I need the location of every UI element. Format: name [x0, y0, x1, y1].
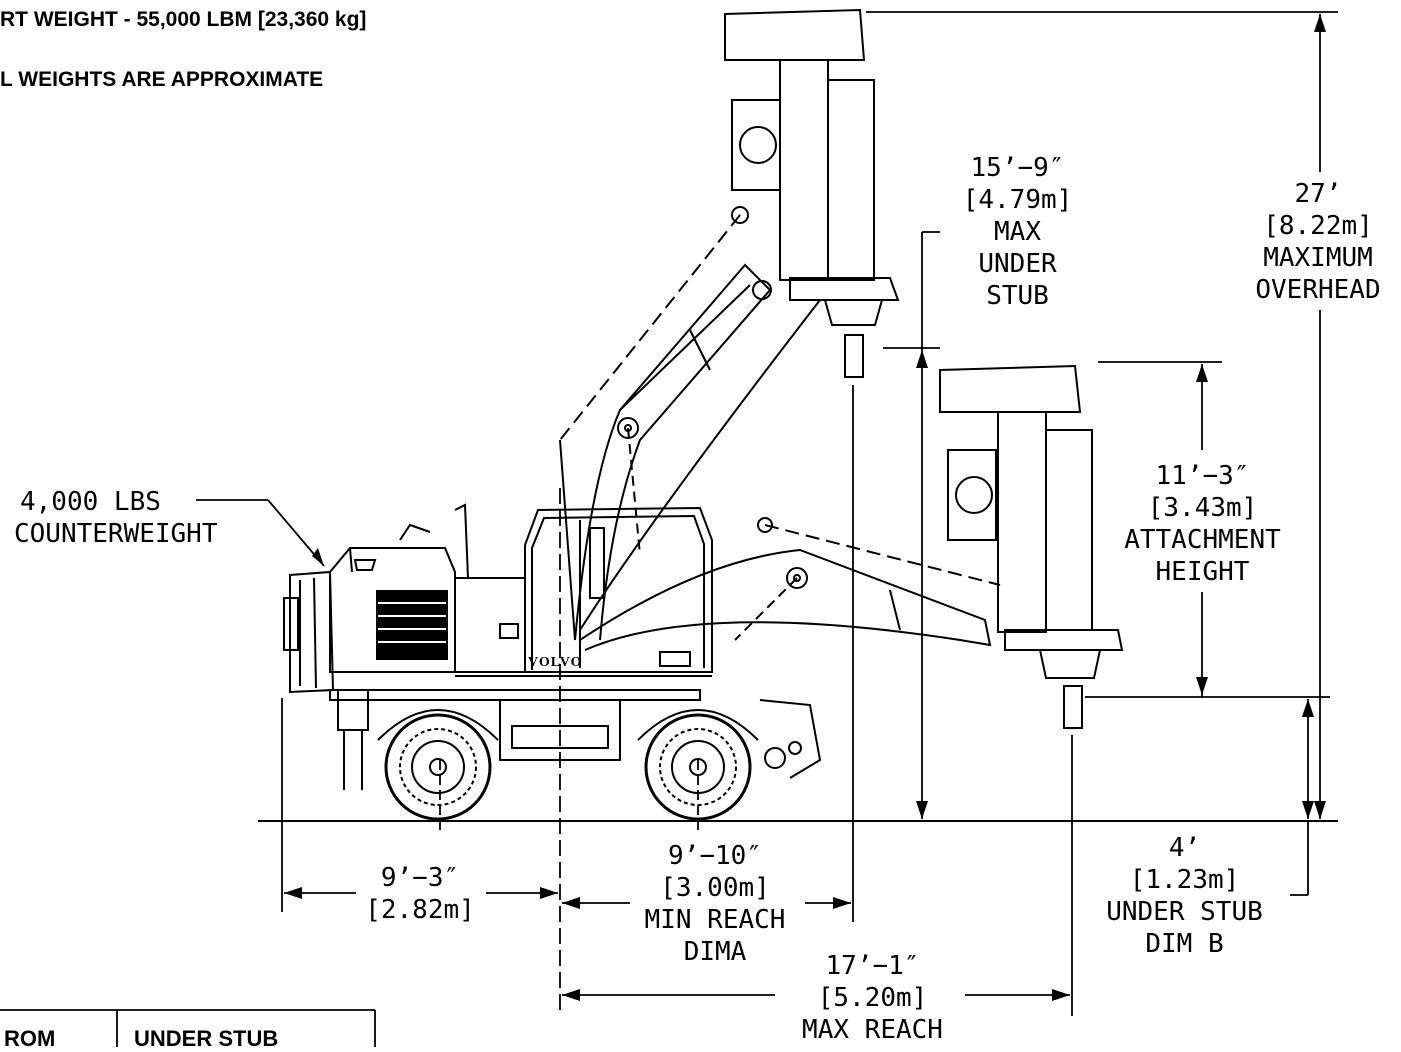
under-stub-b-text1: UNDER STUB — [1106, 897, 1263, 927]
under-stub-b-text2: DIM B — [1145, 929, 1224, 959]
weights-approximate-note: L WEIGHTS ARE APPROXIMATE — [0, 68, 324, 91]
max-under-stub-imperial: 15’−9″ — [970, 153, 1065, 183]
dimension-lines — [0, 11, 1338, 1047]
boom-lowered — [579, 517, 1001, 651]
max-overhead-text1: MAXIMUM — [1263, 243, 1373, 273]
max-under-stub-label: 15’−9″ [4.79m] MAX UNDER STUB — [950, 152, 1085, 312]
rear-reach-label: 9’−3″ [2.82m] — [350, 862, 490, 926]
max-under-stub-text3: STUB — [986, 281, 1049, 311]
max-overhead-metric: [8.22m] — [1263, 211, 1373, 241]
transport-weight-note: RT WEIGHT - 55,000 LBM [23,360 kg] — [0, 8, 367, 31]
min-reach-text1: MIN REACH — [644, 905, 786, 935]
max-reach-metric: [5.20m] — [817, 983, 928, 1013]
attachment-height-text2: HEIGHT — [1155, 557, 1250, 587]
boom-raised — [559, 206, 821, 641]
attachment-height-metric: [3.43m] — [1147, 493, 1258, 523]
max-reach-imperial: 17’−1″ — [825, 951, 920, 981]
max-overhead-label: 27’ [8.22m] MAXIMUM OVERHEAD — [1238, 178, 1398, 306]
max-reach-text1: MAX REACH — [802, 1015, 943, 1045]
max-reach-label: 17’−1″ [5.20m] MAX REACH — [775, 950, 970, 1046]
rear-reach-metric: [2.82m] — [365, 895, 475, 925]
under-stub-b-metric: [1.23m] — [1129, 865, 1240, 895]
counterweight-text1: 4,000 LBS — [20, 487, 161, 517]
min-reach-imperial: 9’−10″ — [668, 841, 762, 871]
attachment-upper — [724, 8, 900, 378]
attachment-lower — [939, 364, 1124, 729]
attachment-height-imperial: 11’−3″ — [1155, 461, 1250, 491]
attachment-height-label: 11’−3″ [3.43m] ATTACHMENT HEIGHT — [1100, 460, 1305, 588]
attachment-height-text1: ATTACHMENT — [1124, 525, 1281, 555]
min-reach-metric: [3.00m] — [660, 873, 770, 903]
rear-reach-imperial: 9’−3″ — [380, 863, 460, 893]
counterweight-text2: COUNTERWEIGHT — [14, 519, 218, 549]
counterweight-label: 4,000 LBS COUNTERWEIGHT — [14, 486, 264, 550]
arrowheads — [284, 14, 1326, 1001]
excavator-body — [283, 503, 822, 821]
max-overhead-text2: OVERHEAD — [1255, 275, 1381, 305]
max-under-stub-text1: MAX — [994, 217, 1041, 247]
max-overhead-imperial: 27’ — [1294, 179, 1342, 209]
min-reach-text2: DIMA — [683, 937, 747, 967]
table-header-under-stub: UNDER STUB — [134, 1026, 279, 1051]
under-stub-b-imperial: 4’ — [1168, 833, 1201, 863]
min-reach-label: 9’−10″ [3.00m] MIN REACH DIMA — [620, 840, 810, 968]
volvo-logo: VOLVO — [528, 655, 583, 670]
max-under-stub-text2: UNDER — [978, 249, 1057, 279]
table-header-rom: ROM — [4, 1026, 56, 1051]
under-stub-b-label: 4’ [1.23m] UNDER STUB DIM B — [1082, 832, 1287, 960]
max-under-stub-metric: [4.79m] — [962, 185, 1073, 215]
